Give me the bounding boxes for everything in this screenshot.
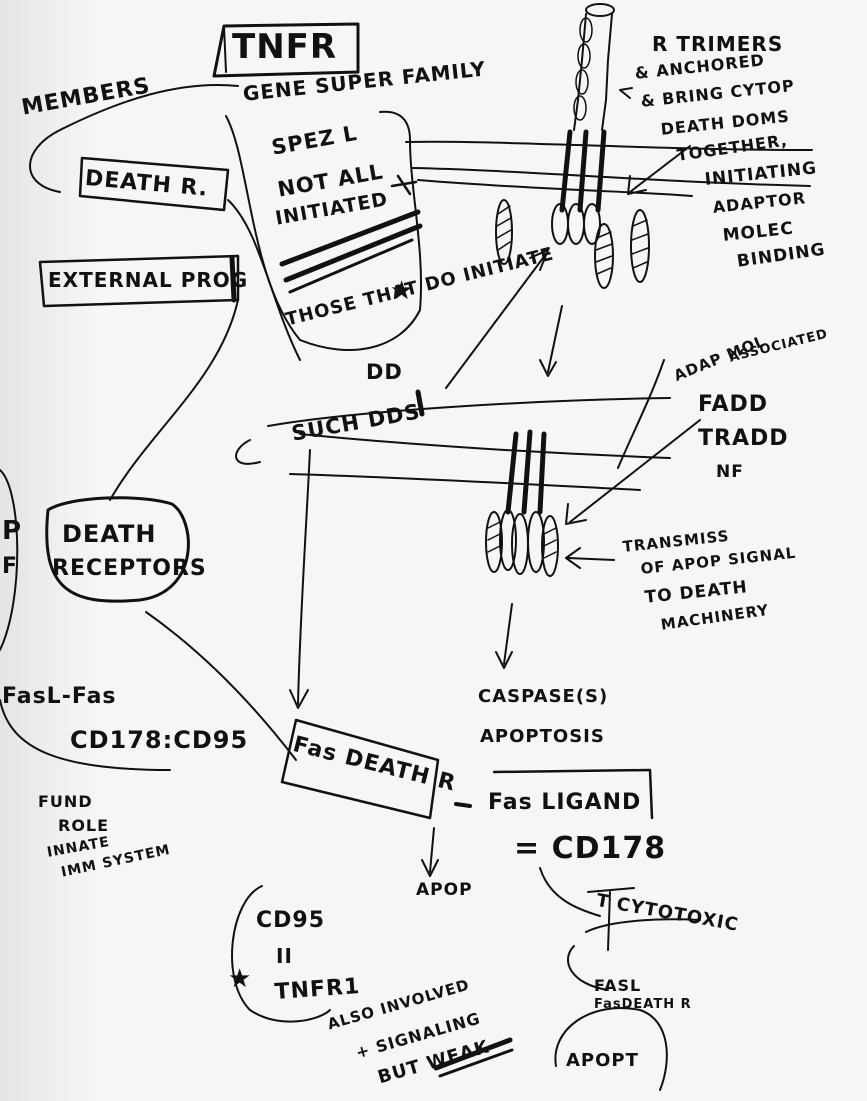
apoptosis: APOPTOSIS <box>480 726 605 747</box>
tc-curve-1 <box>539 867 601 917</box>
fund-2: ROLE <box>58 816 110 835</box>
tnfr1-label: TNFR1 <box>273 974 362 1005</box>
adaptor-link-line <box>617 359 665 469</box>
members-curve <box>29 83 239 193</box>
tc-curve-2 <box>566 945 609 991</box>
ligand-stalk-right <box>601 13 613 131</box>
nf: NF <box>716 462 744 482</box>
apop-label: APOP <box>416 880 473 900</box>
left-curve <box>0 469 19 651</box>
membrane-top-3 <box>417 179 693 197</box>
dd-3 <box>583 203 601 245</box>
adaptor-mid-top <box>594 223 614 289</box>
ligand-stalk-left <box>573 13 587 131</box>
low-dd-1 <box>499 509 517 571</box>
strike-1 <box>279 209 421 267</box>
dd-label: DD <box>366 360 403 384</box>
tm2-bar-1 <box>505 431 519 515</box>
fund-1: FUND <box>38 792 93 811</box>
arrow-fadd <box>569 419 701 523</box>
tnfr-title: TNFR <box>232 27 338 67</box>
fas-ligand: Fas LIGAND <box>488 790 642 815</box>
apopt-curve <box>554 1007 668 1091</box>
fas-ligand-box <box>492 768 654 820</box>
arrow-down-2 <box>503 603 513 665</box>
death-r-box <box>78 156 230 212</box>
r-trimers: R TRIMERS <box>652 32 784 56</box>
long-arrow-line <box>297 449 311 705</box>
strike-2 <box>283 223 423 283</box>
membrane-top-2 <box>411 167 811 187</box>
death-receptors-bubble <box>45 496 190 603</box>
tc-top <box>587 887 635 893</box>
dr-to-fas-link <box>145 611 297 761</box>
eq-sign: II <box>276 944 293 968</box>
adaptor-right-top <box>630 209 650 283</box>
apopt-label: APOPT <box>566 1050 639 1071</box>
arrow-apop <box>429 827 435 873</box>
arrow-up-to-trimer <box>445 253 547 389</box>
arrow-anchored <box>619 87 633 99</box>
external-prog-label: EXTERNAL PROG <box>48 268 249 292</box>
tm-bar-2 <box>577 129 589 213</box>
membrane-low-2 <box>299 433 671 459</box>
dash-link <box>454 802 472 808</box>
adaptor-left-top <box>495 199 513 265</box>
tc-underline <box>585 918 701 933</box>
such-dds-bar <box>415 389 425 417</box>
cd95-bubble <box>231 885 331 1023</box>
left-f: F <box>2 554 19 579</box>
star-bottom: ★ <box>228 964 253 994</box>
membrane-low-1 <box>267 397 671 427</box>
cd178-cd95: CD178:CD95 <box>70 726 249 754</box>
star-top: ★ <box>390 276 415 306</box>
low-adaptor-1 <box>485 511 503 573</box>
fasl-label: FASL <box>594 976 642 995</box>
arrow-down-1 <box>547 305 563 373</box>
ext-prog-link <box>109 299 239 501</box>
fas-death-r-small: FasDEATH R <box>594 997 692 1012</box>
weak-underline-2 <box>438 1048 514 1078</box>
long-arrow-head <box>289 689 309 709</box>
dd-2 <box>567 203 585 245</box>
death-receptors-line2: RECEPTORS <box>52 556 207 581</box>
tm2-bar-3 <box>537 431 547 515</box>
eq-cd178: = CD178 <box>514 831 667 866</box>
fas-l-fas: FasL-Fas <box>2 684 117 709</box>
ligand-top <box>585 3 615 17</box>
spez-bubble <box>225 110 423 351</box>
low-adaptor-2 <box>541 515 559 577</box>
low-dd-2 <box>511 513 529 575</box>
plus-mark <box>390 174 418 196</box>
low-dd-3 <box>527 511 545 573</box>
left-p: P <box>2 516 23 546</box>
fadd: FADD <box>698 392 769 417</box>
such-dds-swirl <box>235 439 261 465</box>
caspases: CASPASE(S) <box>478 686 609 707</box>
membrane-low-3 <box>289 473 641 491</box>
strike-3 <box>288 238 414 294</box>
tradd: TRADD <box>698 426 789 451</box>
fas-death-r-box <box>280 718 440 820</box>
tc-line <box>607 891 611 951</box>
death-receptors-line1: DEATH <box>62 520 157 548</box>
left-lower-curve <box>0 699 171 771</box>
cd95-label: CD95 <box>256 908 326 933</box>
tnfr-box <box>212 22 360 78</box>
arrow-trimer-note <box>629 145 691 193</box>
tm-bar-1 <box>559 129 573 213</box>
arrow-transmiss <box>567 557 615 561</box>
weak-underline-1 <box>433 1037 513 1071</box>
tm2-bar-2 <box>521 429 533 515</box>
tm-bar-3 <box>595 129 607 213</box>
